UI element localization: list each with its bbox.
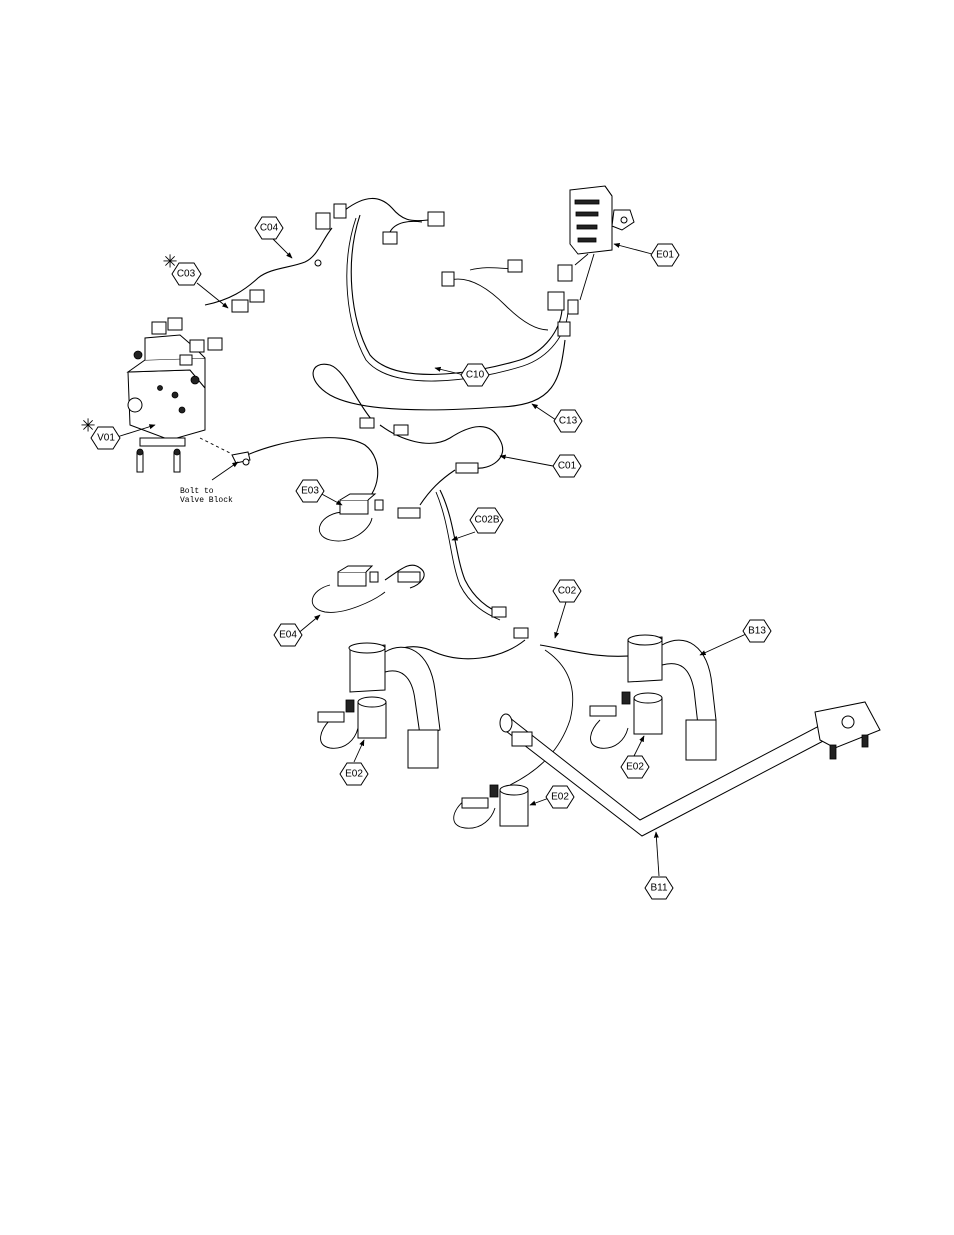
svg-text:E02: E02	[626, 762, 644, 773]
svg-text:C01: C01	[558, 461, 577, 472]
sensor-e03	[339, 493, 384, 515]
svg-text:B13: B13	[748, 626, 766, 637]
callout-b13: B13	[742, 619, 772, 643]
callout-c01: C01	[552, 454, 582, 478]
svg-text:E04: E04	[279, 630, 297, 641]
sensor-e02-center	[461, 784, 529, 827]
bolt-note-line1: Bolt to	[180, 487, 214, 496]
callout-e04: E04	[273, 623, 303, 647]
callout-c02b: C02B	[469, 507, 504, 534]
callout-e02-left: E02	[339, 762, 369, 786]
callout-e02-right: E02	[620, 755, 650, 779]
callout-b11: B11	[644, 876, 674, 900]
svg-text:E02: E02	[345, 769, 363, 780]
asterisk-marker-v01: ✳	[80, 416, 95, 437]
asterisk-marker-c03: ✳	[162, 252, 177, 273]
left-bracket-assembly	[317, 642, 441, 769]
bolt-note: Bolt to Valve Block	[180, 487, 233, 505]
svg-text:E02: E02	[551, 792, 569, 803]
callout-e03: E03	[295, 479, 325, 503]
callout-c02: C02	[552, 579, 582, 603]
harness-wires	[204, 197, 641, 829]
svg-text:C02: C02	[558, 586, 577, 597]
svg-text:C10: C10	[466, 370, 485, 381]
valve-block	[126, 317, 223, 473]
callout-tags: C04 C03 V01 E01 C10 C13 C01 E03	[90, 216, 772, 900]
svg-text:V01: V01	[97, 433, 115, 444]
callout-e01: E01	[650, 243, 680, 267]
callout-e02-center: E02	[545, 785, 575, 809]
callout-c03: C03	[171, 262, 202, 286]
callout-c04: C04	[254, 216, 284, 240]
callout-v01: V01	[90, 426, 121, 450]
leader-lines	[116, 235, 747, 877]
boom-tube	[499, 701, 881, 837]
control-box	[547, 185, 635, 337]
callout-c10: C10	[460, 363, 490, 387]
svg-text:C04: C04	[260, 223, 279, 234]
svg-text:C13: C13	[559, 416, 578, 427]
sensor-e04	[337, 565, 379, 587]
bolt-note-line2: Valve Block	[180, 496, 233, 505]
right-bracket-assembly	[589, 634, 717, 761]
svg-text:C03: C03	[177, 269, 196, 280]
harness-connectors	[231, 203, 529, 639]
svg-text:E03: E03	[301, 486, 319, 497]
svg-text:B11: B11	[650, 883, 667, 894]
callout-c13: C13	[553, 409, 583, 433]
svg-text:C02B: C02B	[474, 515, 499, 526]
svg-text:E01: E01	[656, 250, 674, 261]
